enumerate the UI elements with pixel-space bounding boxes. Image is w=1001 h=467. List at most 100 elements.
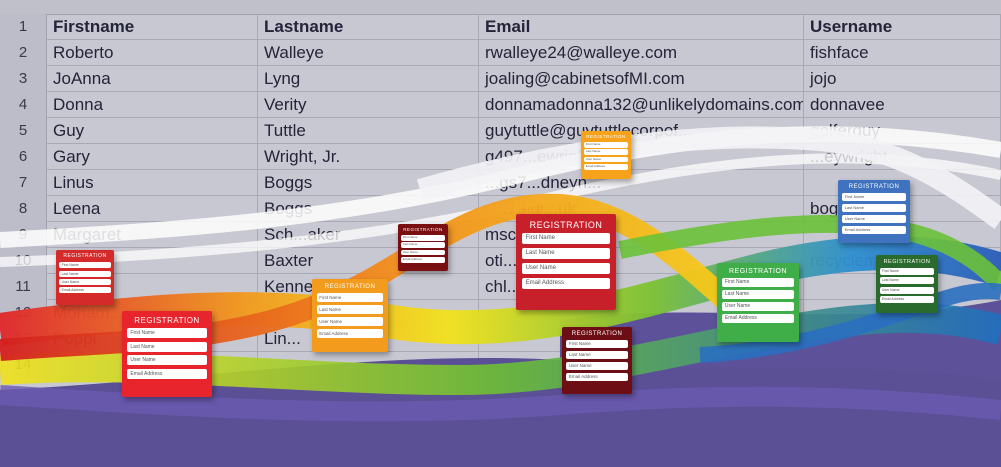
cell-lastname: Kenne... [258,274,479,300]
registration-field: Last Name [584,149,628,155]
registration-field: First Name [584,142,628,148]
registration-field: User Name [127,355,207,366]
cell-firstname [47,274,258,300]
registration-field: User Name [721,302,795,312]
registration-title: REGISTRATION [63,253,107,260]
header-email: Email [479,14,804,40]
registration-field: Last Name [721,290,795,300]
table-row: 11 Kenne...chl... [0,274,1001,300]
registration-title: REGISTRATION [571,331,623,338]
registration-title: REGISTRATION [729,267,787,275]
row-number: 1 [0,14,47,40]
rainbow-band [0,236,1001,347]
cell-firstname: Donna [47,92,258,118]
registration-field: Last Name [127,341,207,352]
cell-lastname: Walleye [258,40,479,66]
cell-firstname: JoAnna [47,66,258,92]
registration-field: User Name [522,262,610,274]
cell-lastname: Wright, Jr. [258,144,479,170]
registration-title: REGISTRATION [586,134,626,139]
cell-lastname: Tuttle [258,118,479,144]
registration-title: REGISTRATION [529,220,603,230]
cell-firstname: Guy [47,118,258,144]
row-number: 7 [0,170,47,196]
registration-field: First Name [842,193,906,202]
cell-firstname: Linus [47,170,258,196]
registration-field: User Name [566,361,628,370]
header-row: 1 Firstname Lastname Email Username [0,14,1001,40]
registration-field: Last Name [401,242,445,248]
registration-title: REGISTRATION [403,227,443,232]
registration-title: REGISTRATION [883,258,931,265]
header-firstname: Firstname [47,14,258,40]
registration-field: Email Address [842,225,906,234]
registration-field: Last Name [522,247,610,259]
registration-field: User Name [879,286,935,294]
registration-field: First Name [522,233,610,244]
registration-title: REGISTRATION [324,283,376,290]
cell-lastname: Baxter [258,248,479,274]
registration-field: Email Address [401,257,445,263]
registration-field: First Name [127,328,207,339]
registration-field: Last Name [566,350,628,359]
registration-field: Last Name [316,304,384,314]
cell-firstname: Leena [47,196,258,222]
registration-field: Email Address [316,328,384,338]
registration-field: User Name [584,156,628,163]
cell-email: chl... [479,274,804,300]
cell-firstname: Roberto [47,40,258,66]
registration-field: Last Name [879,277,935,285]
registration-field: Email Address [584,164,628,170]
row-number: 11 [0,274,47,300]
registration-title: REGISTRATION [134,316,200,326]
registration-field: First Name [566,340,628,349]
row-number: 2 [0,40,47,66]
registration-field: User Name [59,278,111,285]
registration-field: Email Address [879,296,935,304]
registration-field: Email Address [127,368,207,379]
registration-field: First Name [316,292,384,302]
cell-email: rwalleye24@walleye.com [479,40,804,66]
registration-field: Last Name [59,270,111,277]
registration-field: Last Name [842,204,906,213]
registration-title: REGISTRATION [848,184,900,191]
cell-email: donnamadonna132@unlikelydomains.com [479,92,804,118]
registration-field: First Name [59,262,111,269]
header-lastname: Lastname [258,14,479,40]
registration-field: User Name [842,214,906,223]
white-ribbon [416,126,1001,229]
registration-field: Email Address [522,277,610,289]
registration-field: Email Address [59,286,111,293]
cell-email: joaling@cabinetsofMI.com [479,66,804,92]
column-header-strip [0,0,1001,15]
rainbow-band [0,385,1001,422]
cell-lastname: Verity [258,92,479,118]
registration-field: User Name [401,249,445,256]
row-number: 4 [0,92,47,118]
registration-field: User Name [316,316,384,326]
registration-field: First Name [401,235,445,241]
row-number: 3 [0,66,47,92]
cell-firstname: Gary [47,144,258,170]
row-number: 5 [0,118,47,144]
registration-field: First Name [721,277,795,287]
row-number: 6 [0,144,47,170]
registration-field: First Name [879,267,935,275]
cell-firstname [47,248,258,274]
cell-lastname: Lyng [258,66,479,92]
row-number: 8 [0,196,47,222]
